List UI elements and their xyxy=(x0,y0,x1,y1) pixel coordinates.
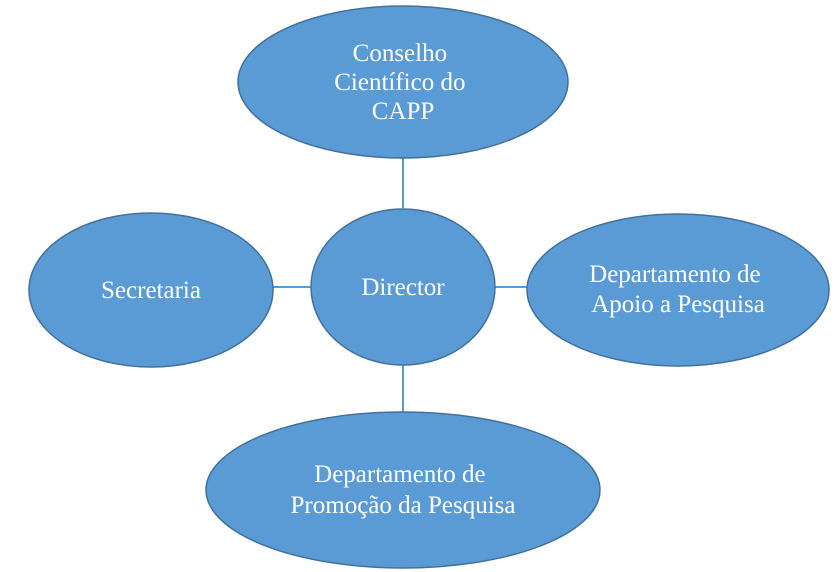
node-secretaria-shape xyxy=(28,212,274,368)
node-conselho-cientifico: Conselho Científico do CAPP xyxy=(237,5,569,159)
node-departamento-apoio-line-1: Departamento de xyxy=(589,261,760,288)
node-secretaria-line-1: Secretaria xyxy=(101,277,201,304)
node-departamento-promocao-line-1: Departamento de xyxy=(314,461,485,488)
node-departamento-apoio-line-2: Apoio a Pesquisa xyxy=(591,291,765,318)
node-departamento-apoio-shape xyxy=(526,213,830,367)
node-departamento-promocao: Departamento de Promoção da Pesquisa xyxy=(205,411,601,569)
node-conselho-cientifico-line-2: Científico do xyxy=(334,69,465,96)
node-departamento-apoio: Departamento de Apoio a Pesquisa xyxy=(526,213,830,367)
node-departamento-promocao-line-2: Promoção da Pesquisa xyxy=(291,492,516,519)
node-director-shape xyxy=(310,208,496,366)
node-departamento-promocao-shape xyxy=(205,411,601,569)
node-departamento-promocao-label: Departamento de Promoção da Pesquisa xyxy=(291,461,516,519)
node-conselho-cientifico-line-3: CAPP xyxy=(372,98,435,125)
node-director-line-1: Director xyxy=(361,274,445,301)
node-director-label: Director xyxy=(361,274,445,301)
node-secretaria-label: Secretaria xyxy=(101,277,201,304)
node-director: Director xyxy=(310,208,496,366)
node-conselho-cientifico-line-1: Conselho xyxy=(353,40,447,67)
node-departamento-apoio-label: Departamento de Apoio a Pesquisa xyxy=(589,261,767,318)
node-secretaria: Secretaria xyxy=(28,212,274,368)
node-conselho-cientifico-label: Conselho Científico do CAPP xyxy=(334,40,471,125)
node-conselho-cientifico-shape xyxy=(237,5,569,159)
